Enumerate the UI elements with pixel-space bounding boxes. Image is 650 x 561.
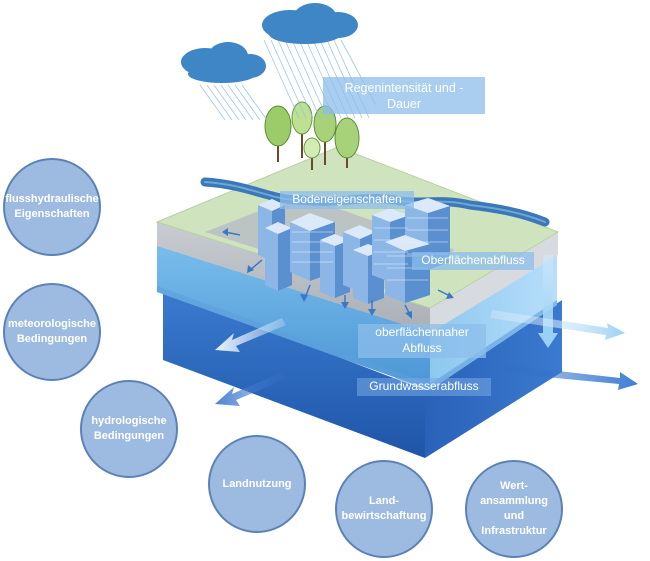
tree [291, 101, 313, 158]
tree [264, 105, 292, 162]
surface-runoff-arrows [222, 228, 454, 319]
near-surface-runoff-label: oberflächennaher Abfluss [358, 324, 486, 358]
rain-intensity-label: Regenintensität und - Dauer [323, 77, 485, 114]
soil-properties-label: Bodeneigenschaften [280, 191, 414, 209]
tree [303, 137, 321, 170]
near-surface-outflow-arrow [490, 310, 625, 340]
cloud-icon [181, 42, 266, 83]
building [265, 222, 292, 291]
factor-river-hydraulics: flusshydraulische Eigenschaften [3, 158, 101, 256]
groundwater-runoff-label: Grundwasserabfluss [357, 378, 491, 396]
factor-hydrological-conditions: hydrologische Bedingungen [80, 380, 178, 478]
groundwater-outflow-arrow [503, 365, 638, 390]
factor-land-management: Land- bewirtschaftung [335, 460, 433, 558]
tree [334, 117, 360, 168]
groundwater-left-arrow [215, 372, 286, 406]
flow-arrows [215, 255, 638, 406]
factor-land-use: Landnutzung [208, 435, 306, 533]
factor-meteorological-conditions: meteorologische Bedingungen [3, 283, 101, 381]
near-surface-left-arrow [215, 318, 286, 352]
factor-asset-accumulation-infrastructure: Wert- ansammlung und Infrastruktur [465, 460, 563, 558]
trees [264, 101, 360, 170]
cloud-icon [262, 3, 358, 44]
surface-runoff-label: Oberflächenabfluss [412, 252, 534, 270]
infiltration-arrow [538, 255, 558, 348]
city-buildings [258, 198, 450, 304]
